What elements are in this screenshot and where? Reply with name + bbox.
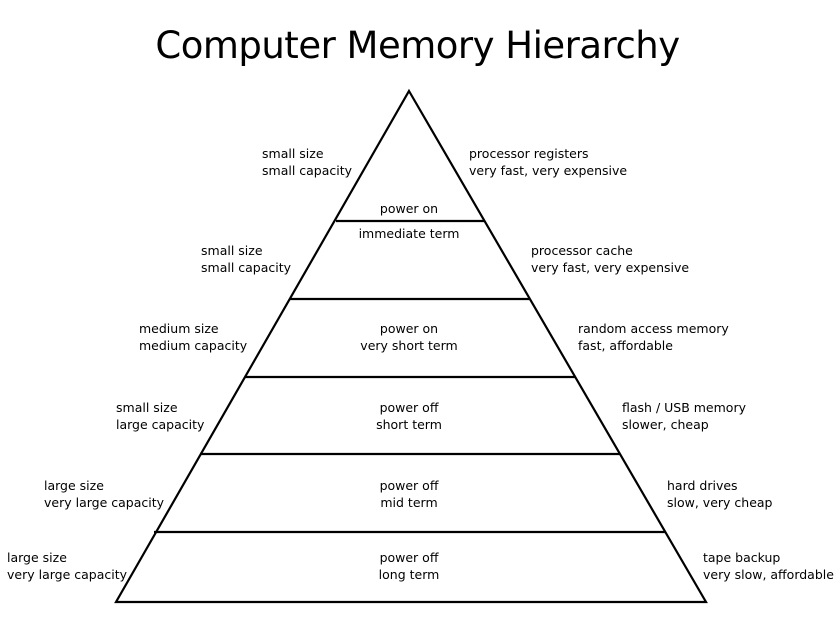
- diagram-title: Computer Memory Hierarchy: [155, 24, 680, 67]
- tier-6-type-label: tape backup very slow, affordable: [703, 550, 834, 582]
- tier-1-power-label: power on: [379, 201, 439, 216]
- tier-6-power-label: power off long term: [378, 550, 440, 582]
- tier-2-type-label: processor cache very fast, very expensiv…: [531, 243, 690, 275]
- pyramid-outline: [114, 88, 708, 604]
- tier-3-power-label: power on very short term: [360, 321, 458, 353]
- tier-4-size-label: small size large capacity: [116, 400, 205, 432]
- tier-1-type-label: processor registers very fast, very expe…: [469, 146, 628, 178]
- tier-6-size-label: large size very large capacity: [7, 550, 128, 582]
- tier-5-power-label: power off mid term: [379, 478, 439, 510]
- tier-2-term-label: immediate term: [358, 226, 460, 241]
- tier-4-type-label: flash / USB memory slower, cheap: [622, 400, 746, 432]
- tier-2-size-label: small size small capacity: [201, 243, 292, 275]
- tier-3-type-label: random access memory fast, affordable: [578, 321, 729, 353]
- tier-4-power-label: power off short term: [376, 400, 442, 432]
- tier-1-size-label: small size small capacity: [262, 146, 353, 178]
- tier-3-size-label: medium size medium capacity: [139, 321, 248, 353]
- tier-5-size-label: large size very large capacity: [44, 478, 165, 510]
- tier-5-type-label: hard drives slow, very cheap: [667, 478, 773, 510]
